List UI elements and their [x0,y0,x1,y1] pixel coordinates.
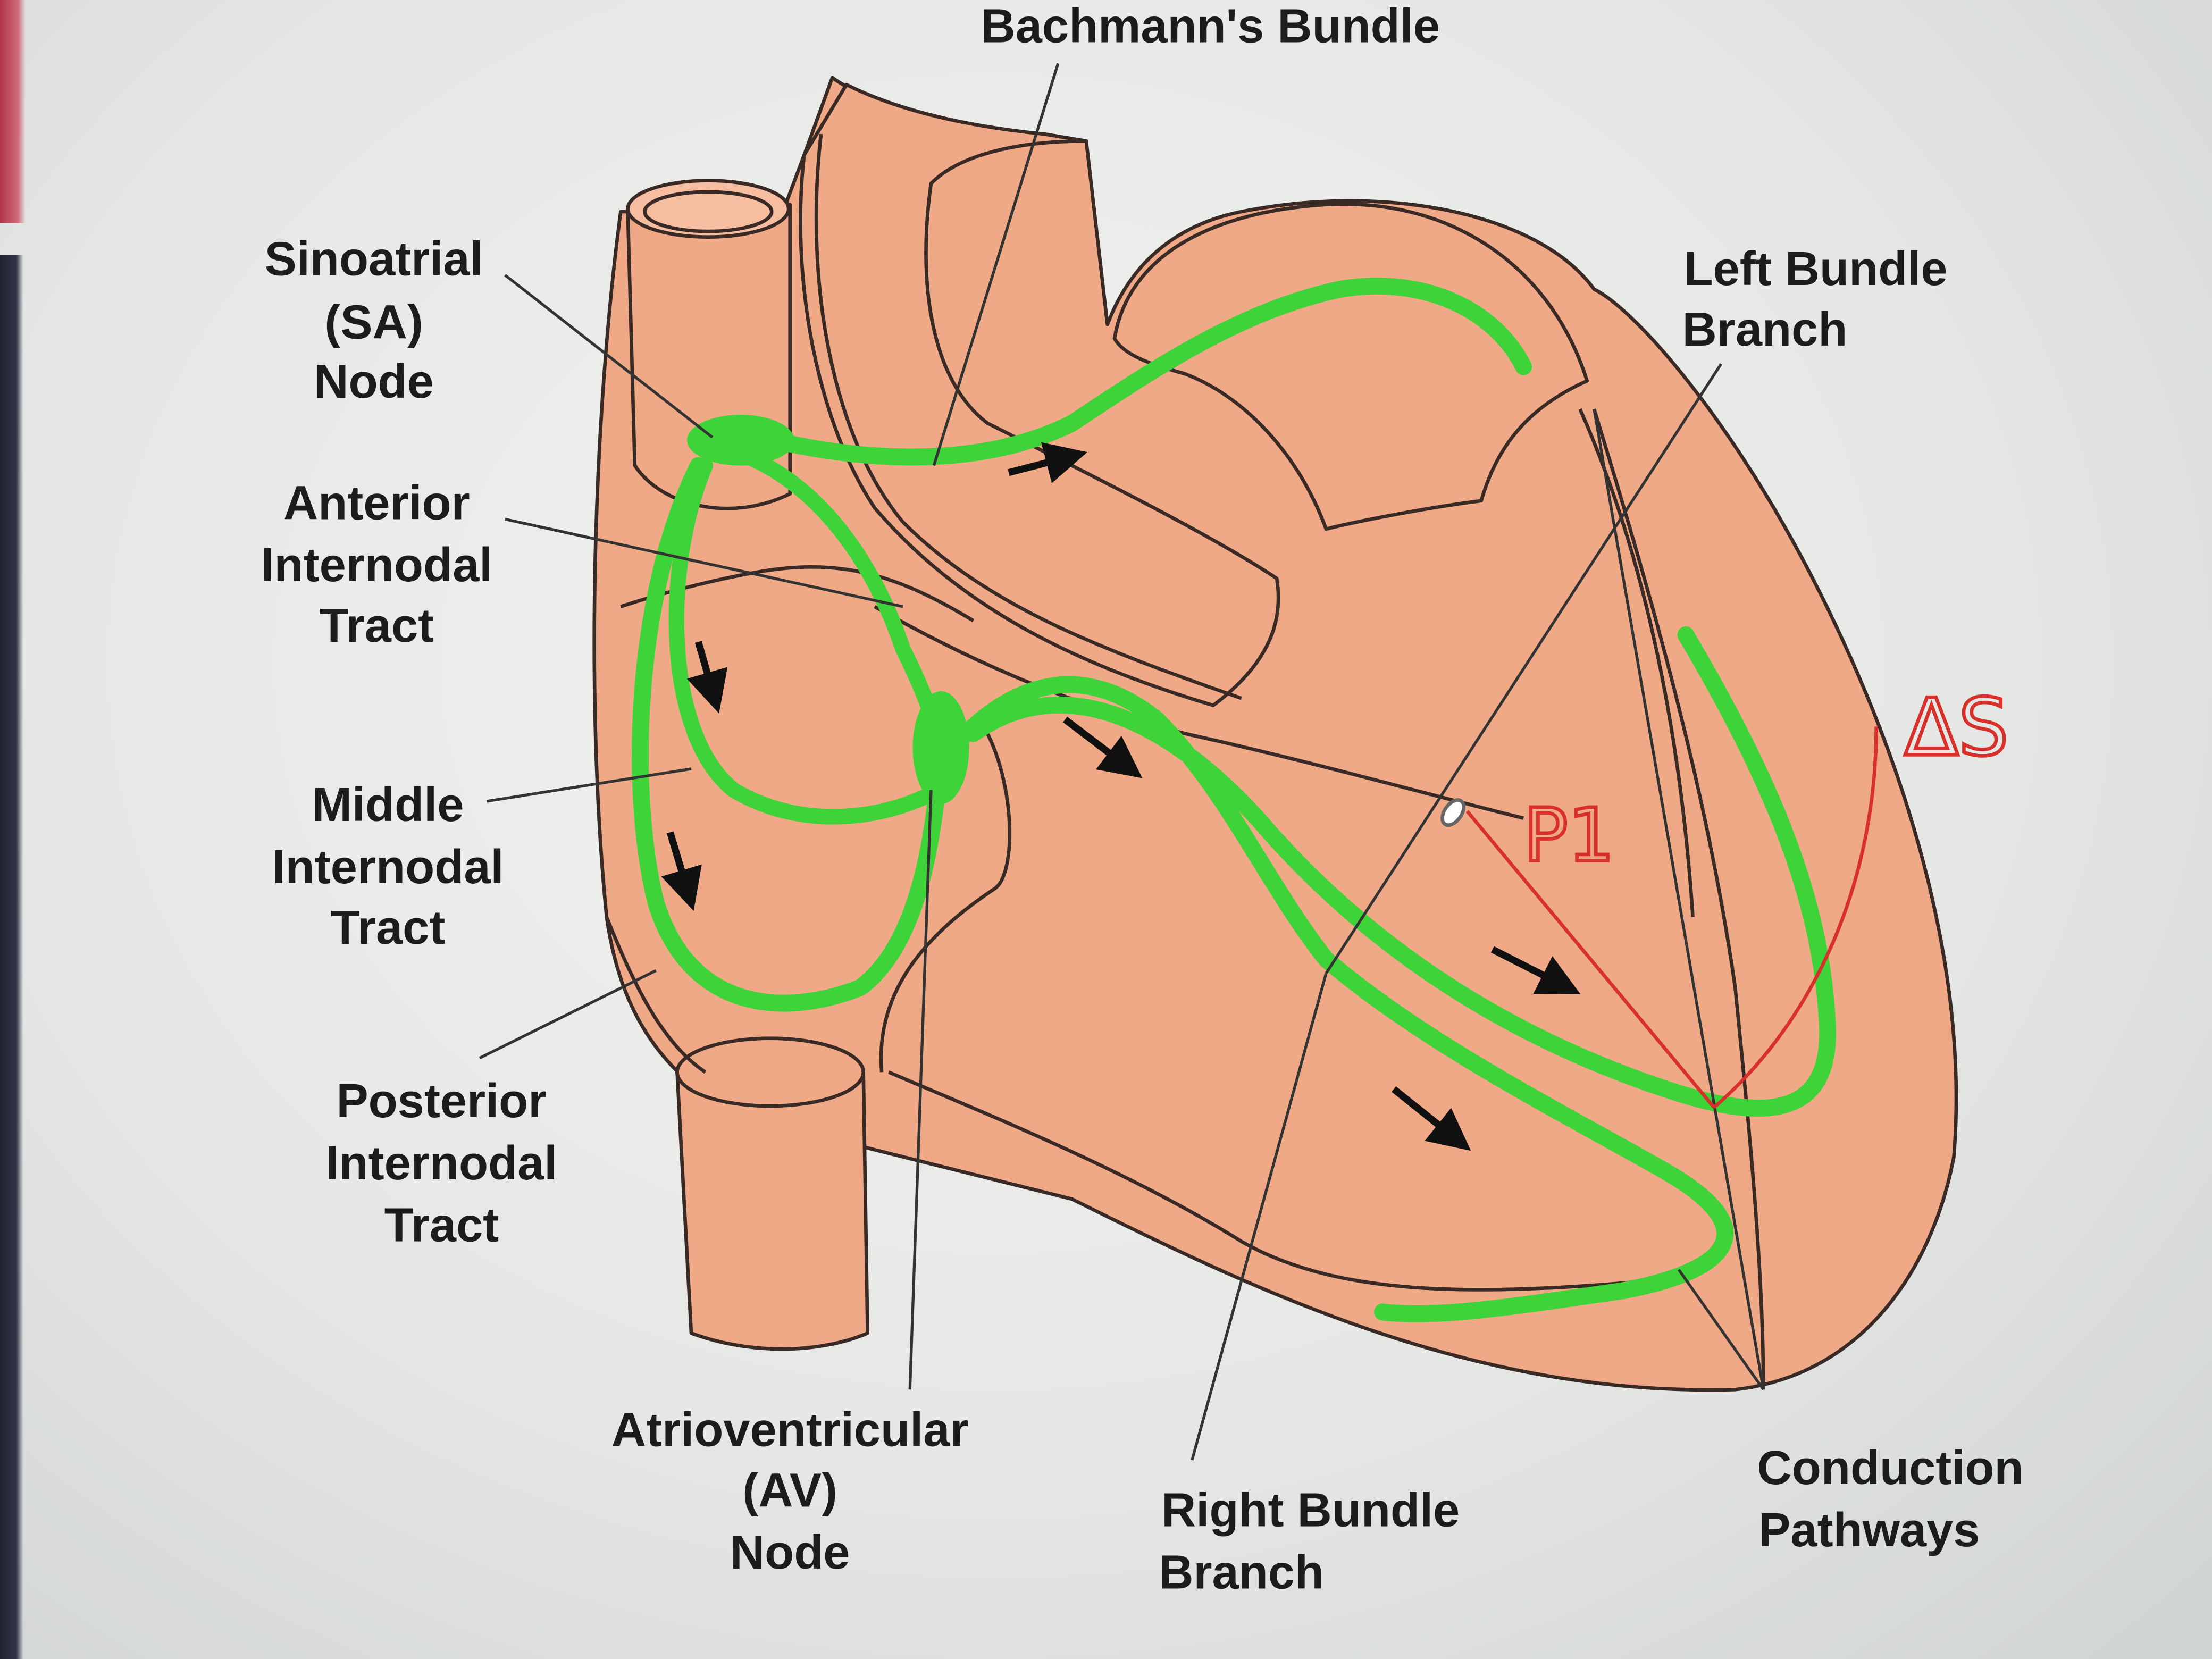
arrow-posterior-tract [661,831,702,911]
handwritten-delta-s: ΔS [1905,682,2009,774]
label-middle-tract-3: Tract [331,901,446,954]
middle-tract-path [668,457,946,825]
label-posterior-tract-1: Posterior [336,1074,547,1128]
sa-node-marker [687,415,794,466]
label-middle-tract-1: Middle [312,778,464,832]
label-av-node-2: (AV) [742,1463,837,1517]
label-anterior-tract-1: Anterior [283,476,470,530]
label-posterior-tract-2: Internodal [325,1136,557,1190]
label-left-bundle-2: Branch [1682,303,1848,356]
label-posterior-tract-3: Tract [384,1199,499,1252]
arrow-right-bundle [1392,1086,1471,1151]
label-anterior-tract-3: Tract [320,599,434,652]
label-bachmanns-bundle: Bachmann's Bundle [981,0,1440,53]
label-conduction-2: Pathways [1758,1503,1980,1557]
impulse-arrows [661,442,1581,1151]
label-middle-tract-2: Internodal [272,840,504,894]
aorta [799,82,1280,707]
label-right-bundle-2: Branch [1159,1545,1324,1599]
vena-cava-opening [626,179,791,239]
bachmanns-bundle-path [753,278,1532,466]
left-bundle-path [965,626,1836,1117]
conduction-system [632,278,1836,1322]
label-conduction-1: Conduction [1757,1441,2024,1495]
heart-illustration [592,76,1958,1392]
diagram-labels: Bachmann's Bundle Sinoatrial (SA) Node A… [261,0,2023,1599]
label-right-bundle-1: Right Bundle [1161,1484,1460,1537]
right-bundle-path [943,676,1733,1322]
label-left-bundle-1: Left Bundle [1683,242,1947,296]
posterior-tract-path [632,457,947,1012]
label-sa-node-3: Node [314,355,433,408]
bezel-edge-top [0,0,26,223]
label-av-node-3: Node [730,1526,850,1579]
arrow-av-branch [1063,716,1143,778]
label-anterior-tract-2: Internodal [261,538,492,592]
av-node-marker [912,691,969,805]
arrow-left-bundle [1490,946,1581,994]
left-atrium [1112,202,1589,531]
label-sa-node-1: Sinoatrial [265,232,483,286]
bezel-edge-left [0,255,23,1659]
label-av-node-1: Atrioventricular [611,1403,969,1456]
handwritten-annotations [1440,726,1878,1109]
arrow-bachmann [1008,442,1087,483]
arrow-middle-tract [686,641,728,714]
leader-lines [479,63,1765,1461]
handwritten-p1: P1 [1523,792,1614,878]
label-sa-node-2: (SA) [324,296,423,349]
inferior-vena-cava [675,1070,869,1351]
